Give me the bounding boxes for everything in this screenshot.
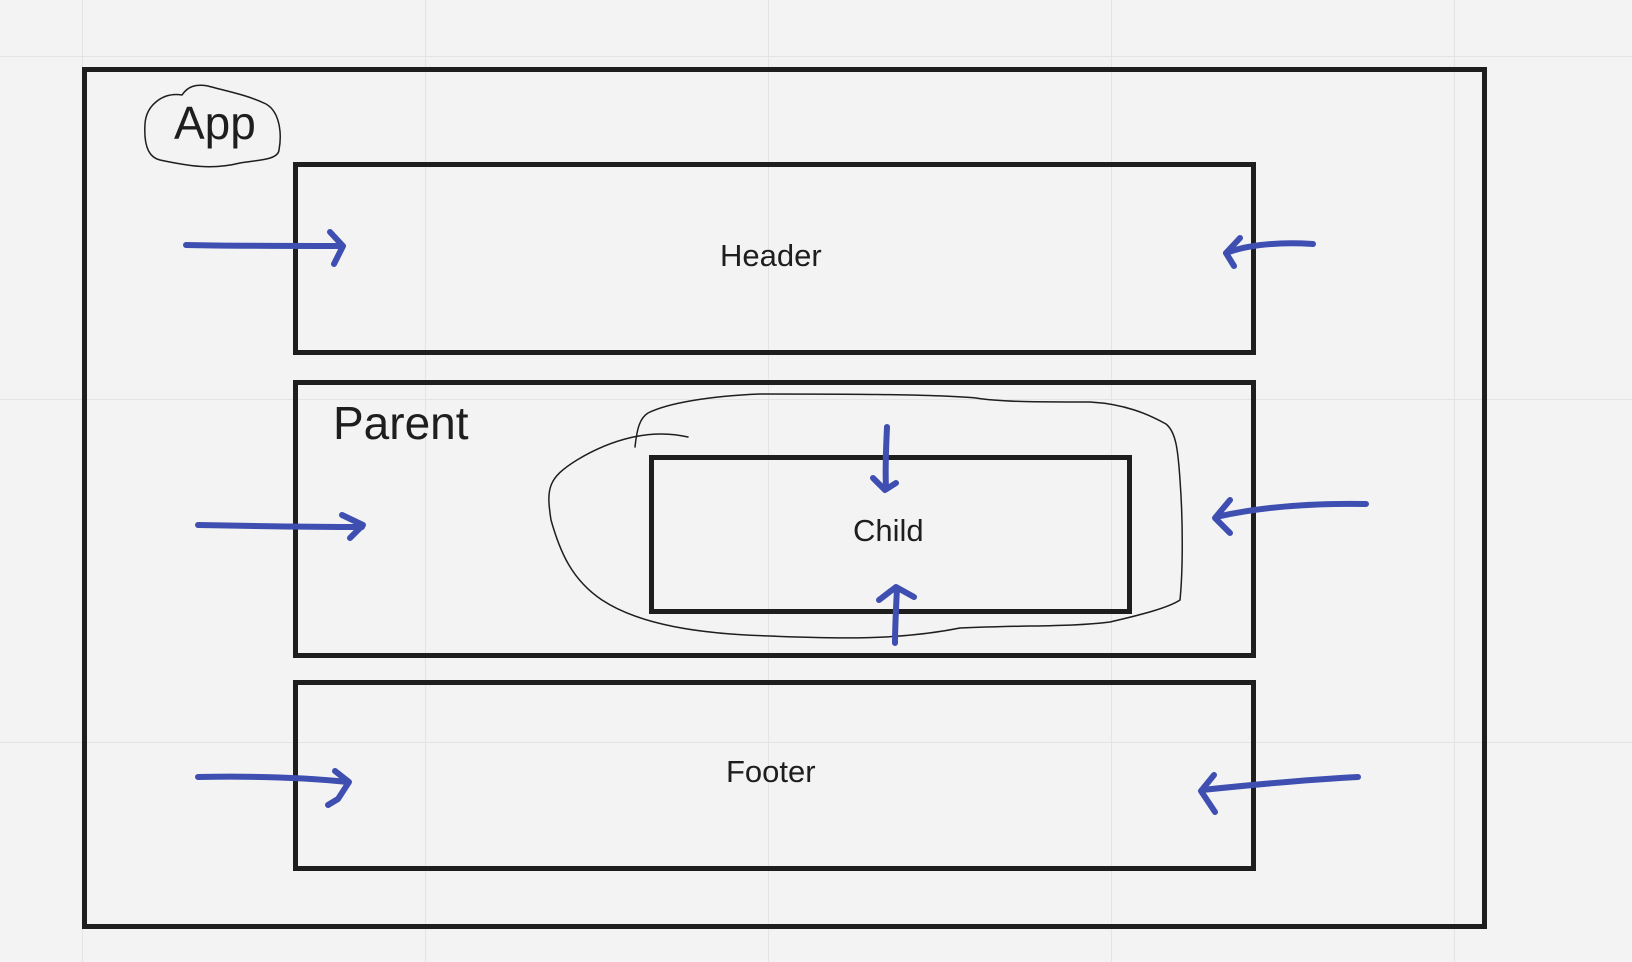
app-box[interactable] xyxy=(82,67,1487,929)
footer-label[interactable]: Footer xyxy=(726,754,816,789)
header-box[interactable] xyxy=(293,162,1256,355)
app-label[interactable]: App xyxy=(174,97,256,149)
parent-label[interactable]: Parent xyxy=(333,397,469,449)
header-label[interactable]: Header xyxy=(720,238,822,273)
child-label[interactable]: Child xyxy=(853,513,924,548)
